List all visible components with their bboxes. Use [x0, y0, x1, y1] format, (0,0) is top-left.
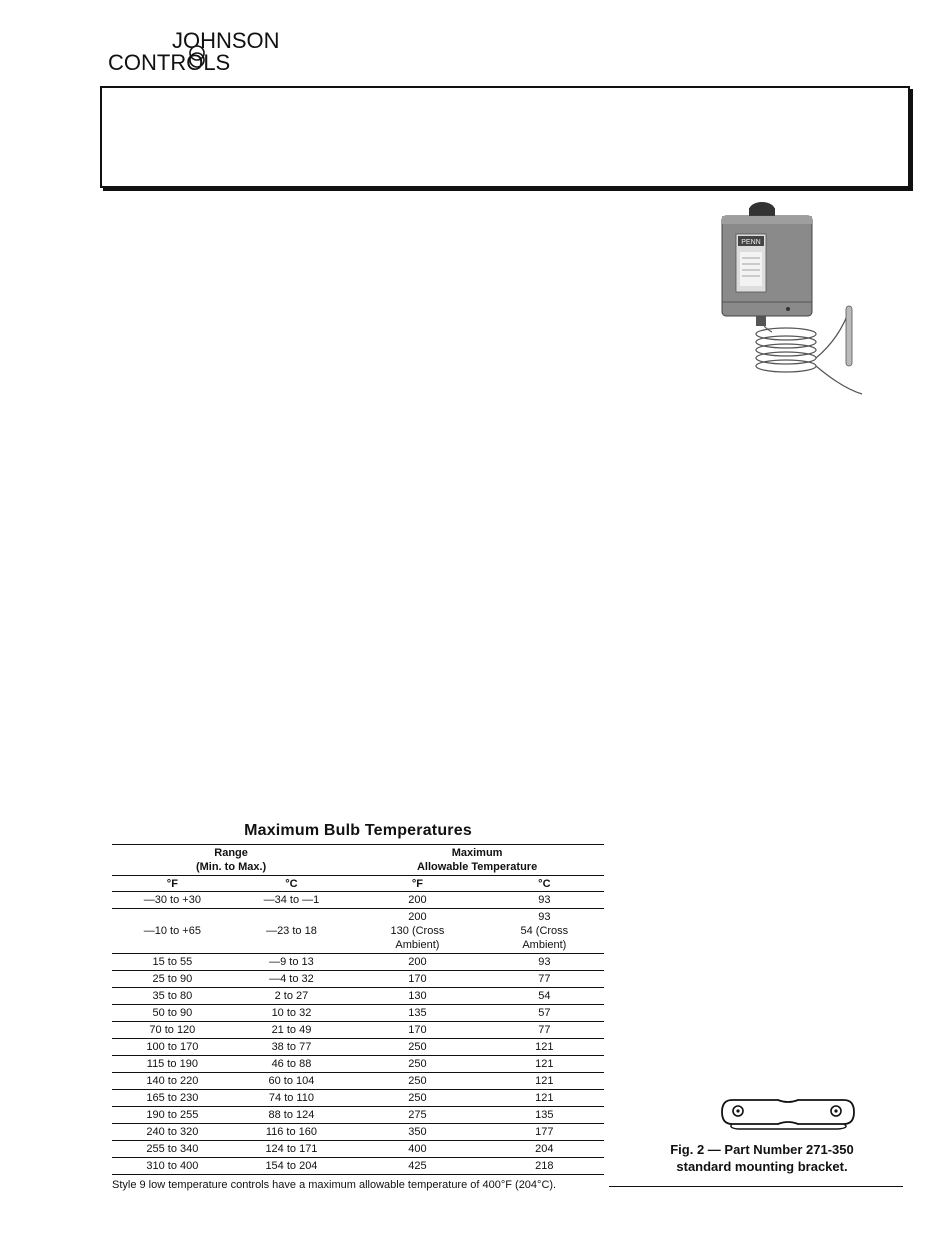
max-temp-group-header: Maximum Allowable Temperature: [350, 844, 604, 876]
table-cell: 190 to 255: [112, 1106, 233, 1124]
table-cell: 310 to 400: [112, 1157, 233, 1175]
table-cell: 250: [350, 1038, 485, 1056]
table-cell: 250: [350, 1072, 485, 1090]
unit-header: °F: [350, 875, 485, 892]
logo-line1: JOHNSON: [172, 28, 280, 53]
table-cell: 115 to 190: [112, 1055, 233, 1073]
table-cell: 170: [350, 970, 485, 988]
johnson-controls-logo: JOHNSON CONTROLS: [108, 28, 308, 78]
photo-brand-label: PENN: [741, 239, 760, 246]
table-cell: 124 to 171: [232, 1140, 351, 1158]
table-cell: 121: [484, 1072, 604, 1090]
table-cell: 77: [484, 1021, 604, 1039]
table-cell: 121: [484, 1089, 604, 1107]
table-title: Maximum Bulb Temperatures: [244, 822, 472, 839]
table-cell: 200: [350, 891, 485, 909]
logo-line2: CONTROLS: [108, 50, 230, 75]
table-cell: —4 to 32: [232, 970, 351, 988]
table-cell: 135: [484, 1106, 604, 1124]
temperature-control-photo: PENN: [712, 198, 872, 398]
table-cell: 425: [350, 1157, 485, 1175]
table-cell: 177: [484, 1123, 604, 1141]
table-cell: 350: [350, 1123, 485, 1141]
range-group-header: Range (Min. to Max.): [112, 844, 351, 876]
table-cell: 154 to 204: [232, 1157, 351, 1175]
unit-header: °C: [484, 875, 604, 892]
header-box: [100, 86, 910, 188]
table-cell: 77: [484, 970, 604, 988]
table-cell: 255 to 340: [112, 1140, 233, 1158]
table-cell: 74 to 110: [232, 1089, 351, 1107]
divider-rule: [609, 1186, 903, 1187]
table-cell: 93: [484, 891, 604, 909]
table-cell: 100 to 170: [112, 1038, 233, 1056]
table-note: Style 9 low temperature controls have a …: [112, 1179, 557, 1191]
table-cell: 135: [350, 1004, 485, 1022]
table-cell: 121: [484, 1055, 604, 1073]
table-cell: 240 to 320: [112, 1123, 233, 1141]
table-cell: —30 to +30: [112, 891, 233, 909]
table-cell: 25 to 90: [112, 970, 233, 988]
table-cell: 165 to 230: [112, 1089, 233, 1107]
table-cell: 218: [484, 1157, 604, 1175]
table-cell: —34 to —1: [232, 891, 351, 909]
max-bulb-temperatures-table: Maximum Bulb Temperatures Range (Min. to…: [112, 822, 604, 1192]
table-cell: 21 to 49: [232, 1021, 351, 1039]
table-cell: 275: [350, 1106, 485, 1124]
table-cell: 35 to 80: [112, 987, 233, 1005]
table-cell: 10 to 32: [232, 1004, 351, 1022]
table-cell: 400: [350, 1140, 485, 1158]
table-cell: 121: [484, 1038, 604, 1056]
table-cell: 15 to 55: [112, 953, 233, 971]
table-cell: 70 to 120: [112, 1021, 233, 1039]
table-cell: 88 to 124: [232, 1106, 351, 1124]
unit-header: °F: [112, 875, 233, 892]
table-cell: 170: [350, 1021, 485, 1039]
table-cell: 200: [350, 953, 485, 971]
table-cell: 54: [484, 987, 604, 1005]
table-cell: 57: [484, 1004, 604, 1022]
unit-header: °C: [232, 875, 351, 892]
table-cell: 93: [484, 953, 604, 971]
table-cell: 46 to 88: [232, 1055, 351, 1073]
table-cell: —9 to 13: [232, 953, 351, 971]
table-cell: 50 to 90: [112, 1004, 233, 1022]
figure-2-caption: Fig. 2 — Part Number 271-350 standard mo…: [670, 1142, 854, 1174]
mounting-bracket-drawing: [718, 1092, 858, 1132]
table-cell: 140 to 220: [112, 1072, 233, 1090]
table-cell: —23 to 18: [232, 908, 351, 954]
table-cell: 250: [350, 1089, 485, 1107]
table-cell: 38 to 77: [232, 1038, 351, 1056]
table-cell: 130: [350, 987, 485, 1005]
table-cell: 2 to 27: [232, 987, 351, 1005]
table-cell: 204: [484, 1140, 604, 1158]
table-cell: 250: [350, 1055, 485, 1073]
table-cell: —10 to +65: [112, 908, 233, 954]
table-cell: 60 to 104: [232, 1072, 351, 1090]
table-cell: 116 to 160: [232, 1123, 351, 1141]
